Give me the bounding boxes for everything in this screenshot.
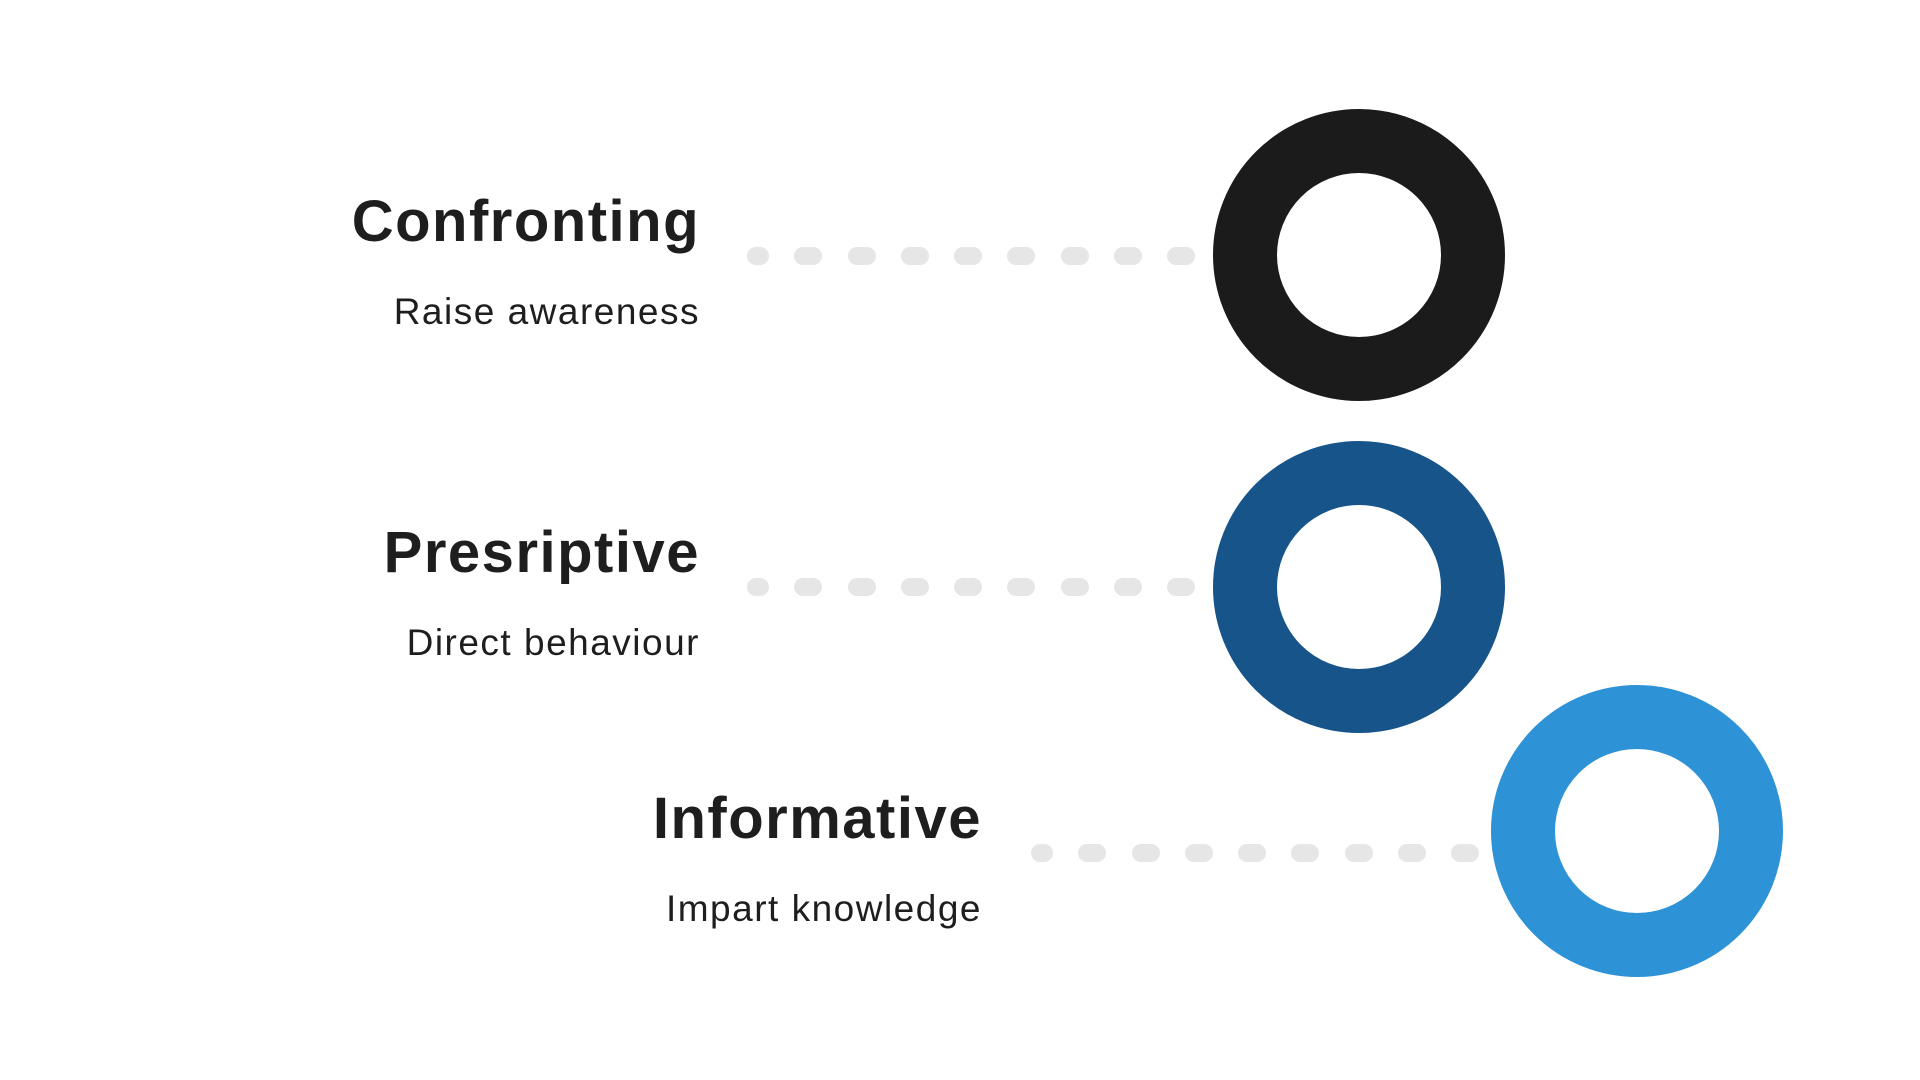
connector-dot [847, 578, 876, 596]
connector-dot [794, 578, 823, 596]
connector-dot [794, 247, 823, 265]
item-subtitle: Raise awareness [393, 291, 700, 332]
ring-icon [1491, 685, 1783, 977]
connector-dot [1397, 844, 1426, 862]
connector-dot [1291, 844, 1320, 862]
connector-dot [1451, 844, 1479, 862]
connector-dot [1113, 578, 1142, 596]
connector-dot [847, 247, 876, 265]
item-title: Presriptive [383, 520, 700, 585]
item-title: Informative [652, 786, 982, 851]
item-subtitle: Impart knowledge [665, 888, 982, 929]
ring-icon [1213, 441, 1505, 733]
dotted-connector [747, 578, 1195, 596]
connector-dot [1031, 844, 1053, 862]
connector-dot [954, 578, 982, 596]
connector-dot [1131, 844, 1160, 862]
connector-dot [747, 578, 769, 596]
connector-dot [1167, 578, 1195, 596]
connector-dot [1184, 844, 1213, 862]
connector-dot [1238, 844, 1266, 862]
item-title: Confronting [351, 189, 700, 254]
connector-dot [1007, 247, 1036, 265]
dotted-connector [747, 247, 1195, 265]
connector-dot [1078, 844, 1107, 862]
connector-dot [1007, 578, 1036, 596]
connector-dot [1113, 247, 1142, 265]
connector-dot [954, 247, 982, 265]
connector-dot [900, 578, 929, 596]
connector-dot [747, 247, 769, 265]
connector-dot [900, 247, 929, 265]
connector-dot [1060, 578, 1089, 596]
connector-dot [1344, 844, 1373, 862]
connector-dot [1167, 247, 1195, 265]
dotted-connector [1031, 844, 1479, 862]
ring-icon [1213, 109, 1505, 401]
connector-dot [1060, 247, 1089, 265]
item-subtitle: Direct behaviour [406, 622, 700, 663]
